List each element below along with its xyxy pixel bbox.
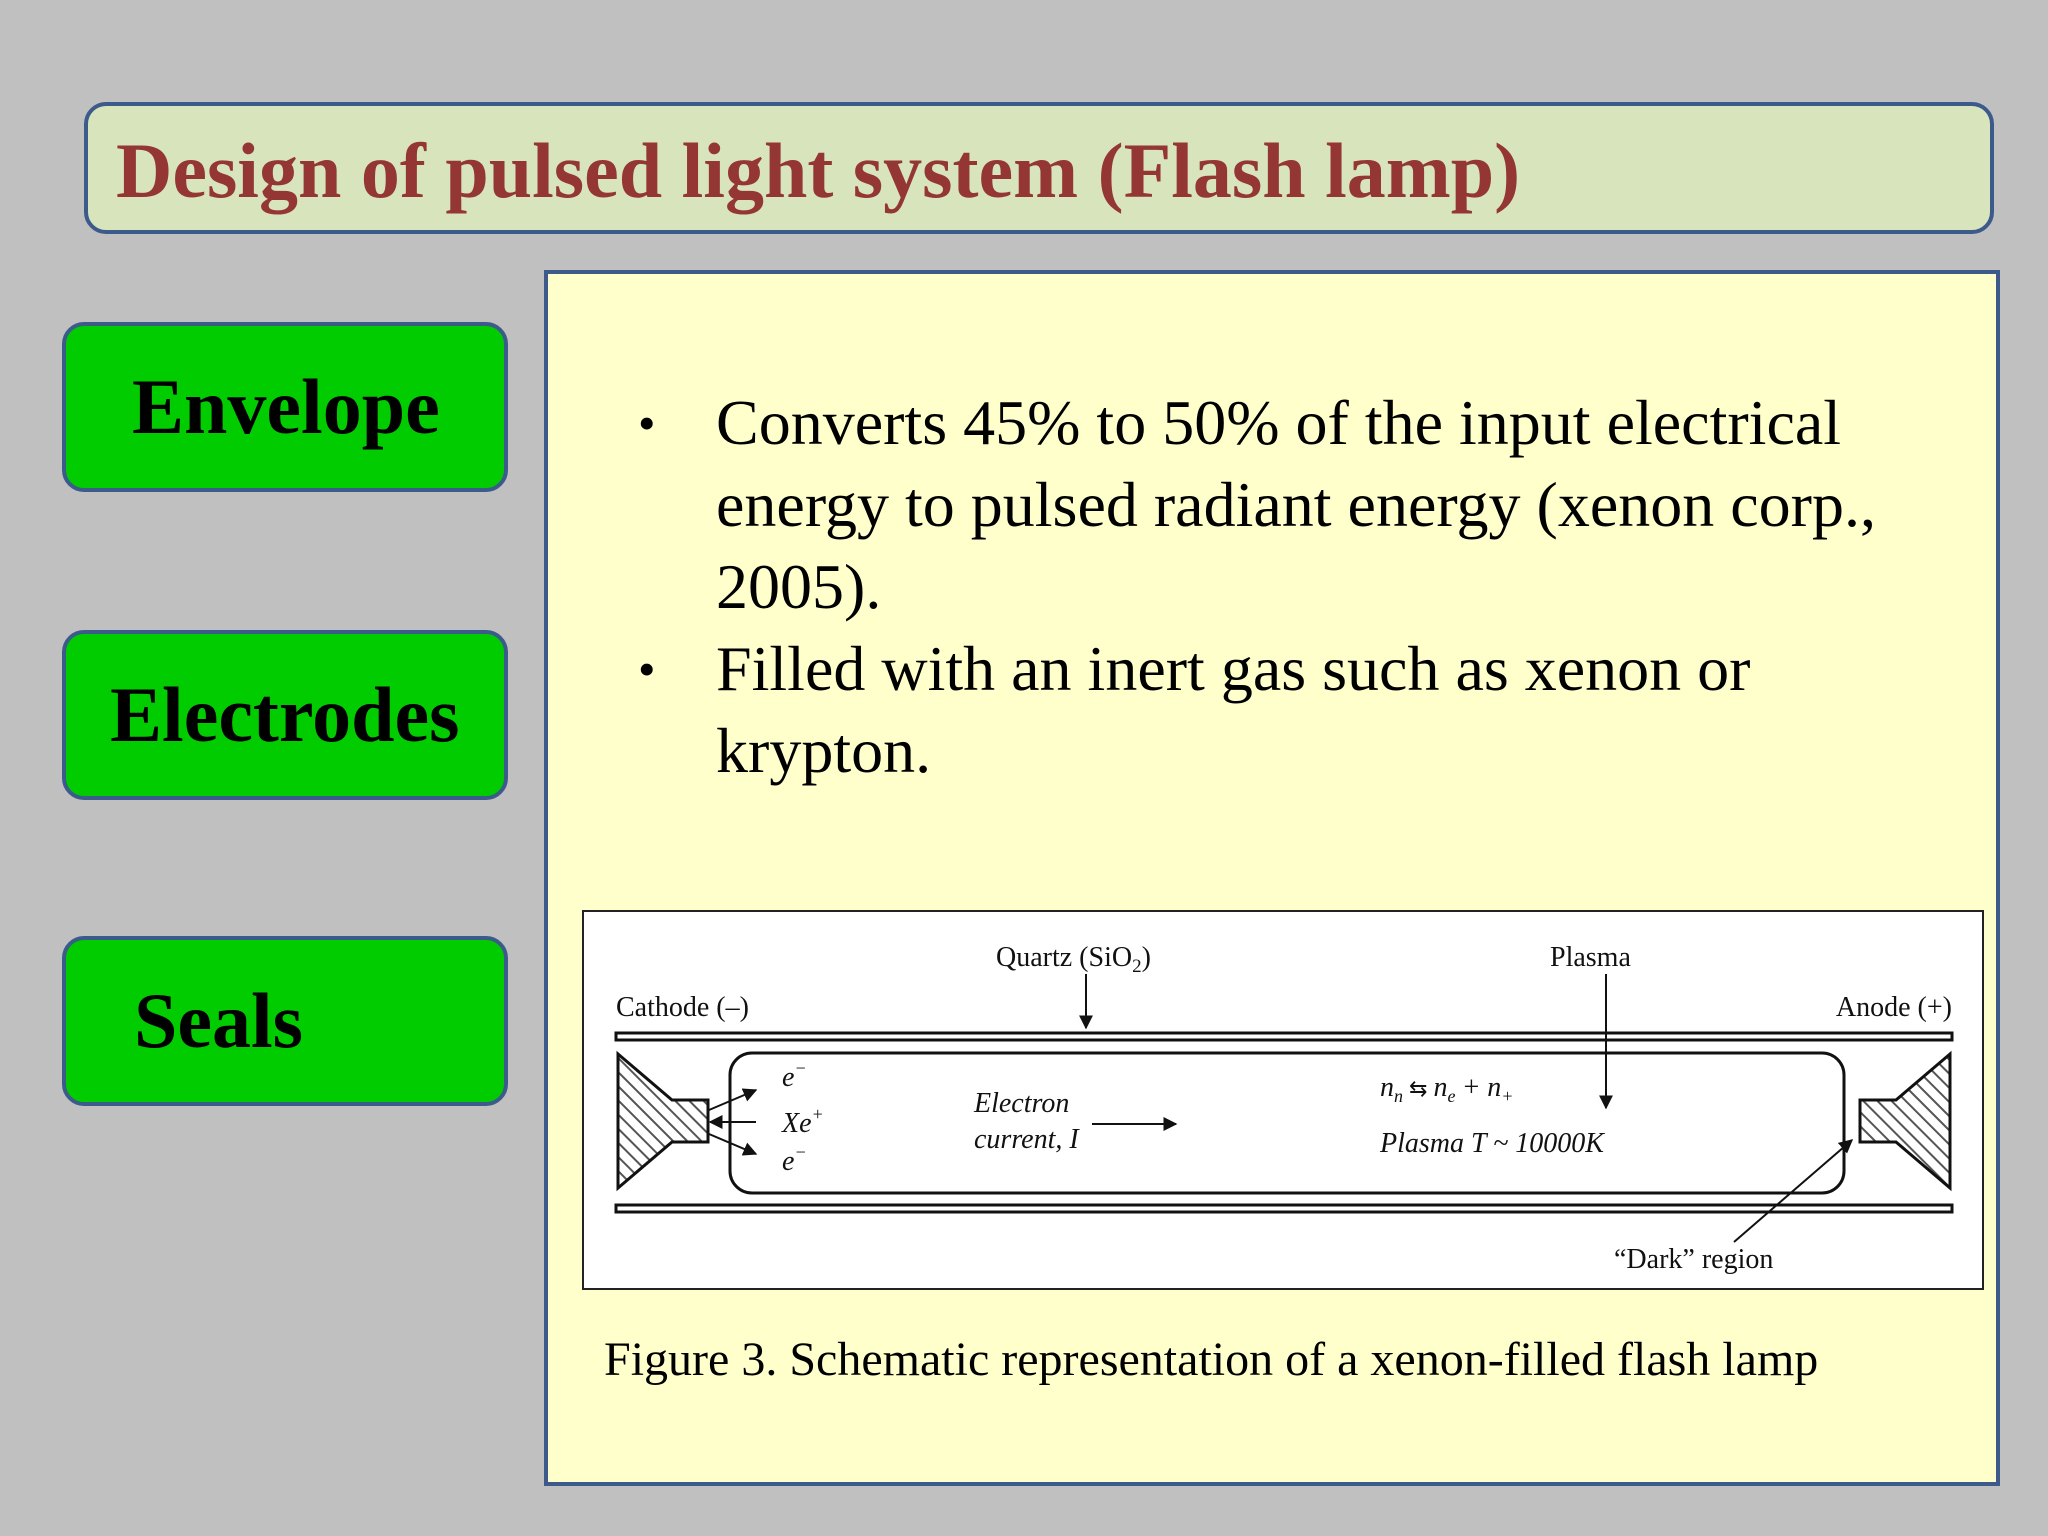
plasma-label: Plasma: [1550, 942, 1631, 973]
bullet-list: • Converts 45% to 50% of the input elect…: [638, 382, 1978, 792]
title-bar: Design of pulsed light system (Flash lam…: [84, 102, 1994, 234]
anode-label: Anode (+): [1836, 992, 1952, 1023]
electron-label: Electron: [973, 1088, 1069, 1119]
slide-title: Design of pulsed light system (Flash lam…: [116, 127, 1521, 214]
quartz-label: Quartz (SiO2): [996, 942, 1151, 977]
bullet-text: Filled with an inert gas such as xenon o…: [716, 633, 1751, 786]
electron-arrow-bottom: [708, 1133, 758, 1156]
flash-lamp-diagram: Quartz (SiO2) Plasma Cathode (–) Anode (…: [614, 942, 1954, 1275]
xenon-ion-label: Xe+: [781, 1104, 824, 1139]
flash-lamp-figure: Quartz (SiO2) Plasma Cathode (–) Anode (…: [582, 910, 1984, 1290]
bullet-item: • Filled with an inert gas such as xenon…: [638, 628, 1978, 792]
bullet-icon: •: [638, 641, 656, 697]
content-panel: • Converts 45% to 50% of the input elect…: [544, 270, 2000, 1486]
bullet-text: Converts 45% to 50% of the input electri…: [716, 387, 1876, 622]
bullet-item: • Converts 45% to 50% of the input elect…: [638, 382, 1978, 628]
seals-label: Seals: [134, 977, 304, 1064]
envelope-label: Envelope: [132, 363, 440, 450]
equilibrium-equation: nn⇆ne+n+: [1380, 1072, 1513, 1106]
quartz-wall-bottom: [614, 1203, 1954, 1214]
plasma-temperature-label: Plasma T ~ 10000K: [1379, 1128, 1605, 1159]
dark-region-label: “Dark” region: [1614, 1244, 1773, 1275]
anode-electrode: [1858, 1050, 1952, 1192]
dark-region-pointer: [1733, 1139, 1854, 1243]
cathode-electrode: [616, 1050, 710, 1192]
electrodes-label: Electrodes: [110, 671, 460, 758]
electron-top-label: e−: [782, 1058, 807, 1093]
figure-caption: Figure 3. Schematic representation of a …: [604, 1333, 1819, 1386]
seals-box[interactable]: Seals: [62, 936, 508, 1106]
cathode-label: Cathode (–): [616, 992, 749, 1023]
bullet-icon: •: [638, 395, 656, 451]
current-label: current, I: [974, 1124, 1080, 1155]
electron-arrow-top: [708, 1088, 758, 1111]
quartz-wall-top: [614, 1031, 1954, 1042]
plasma-region: [728, 1051, 1846, 1195]
electron-bottom-label: e−: [782, 1142, 807, 1177]
electrodes-box[interactable]: Electrodes: [62, 630, 508, 800]
envelope-box[interactable]: Envelope: [62, 322, 508, 492]
